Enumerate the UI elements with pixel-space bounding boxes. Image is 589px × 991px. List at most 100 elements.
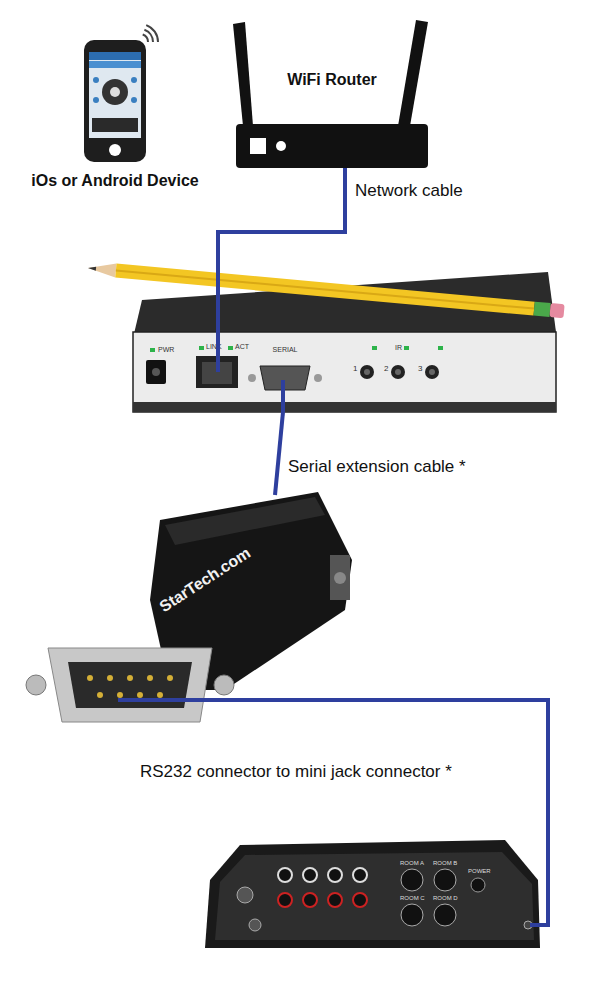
serial-screw bbox=[314, 374, 322, 382]
db9-pin bbox=[167, 675, 173, 681]
status-led bbox=[228, 346, 233, 350]
device-caption: WiFi Router bbox=[236, 71, 428, 89]
cable-connector bbox=[350, 700, 548, 925]
router-illustration bbox=[233, 20, 428, 168]
port-label: LINK bbox=[206, 343, 222, 351]
port-label: ROOM B bbox=[433, 860, 457, 867]
router-antenna bbox=[233, 22, 253, 126]
box-front-panel bbox=[133, 332, 556, 412]
device-caption: iOs or Android Device bbox=[10, 172, 220, 190]
serial-screw bbox=[248, 374, 256, 382]
rca-jack bbox=[303, 868, 317, 882]
phone-button bbox=[93, 77, 99, 83]
phone-illustration bbox=[84, 25, 158, 162]
rca-jack bbox=[353, 893, 367, 907]
ir-jack-hole bbox=[395, 369, 401, 375]
phone-menu-bar bbox=[89, 61, 141, 68]
port-label: ROOM C bbox=[400, 895, 425, 902]
phone-button bbox=[131, 97, 137, 103]
port-number: 1 bbox=[353, 365, 357, 374]
port-label: SERIAL bbox=[265, 346, 305, 354]
adapter-screw bbox=[334, 572, 346, 584]
port-number: 2 bbox=[384, 365, 388, 374]
din-port bbox=[401, 869, 423, 891]
rca-jack bbox=[278, 868, 292, 882]
rca-jack bbox=[353, 868, 367, 882]
port-label: POWER bbox=[468, 868, 491, 875]
cable-stub bbox=[118, 698, 350, 702]
phone-button bbox=[93, 97, 99, 103]
cable-stub bbox=[530, 923, 540, 927]
audio-device-illustration bbox=[205, 840, 540, 948]
power-jack bbox=[146, 360, 166, 384]
pencil bbox=[87, 261, 564, 318]
db9-pin bbox=[127, 675, 133, 681]
thumb-screw bbox=[26, 675, 46, 695]
ir-jack bbox=[360, 365, 374, 379]
phone-button-row bbox=[92, 118, 138, 132]
pencil-ferrule bbox=[534, 302, 551, 317]
cable-stub bbox=[216, 330, 220, 372]
power-jack bbox=[471, 878, 485, 892]
din-port bbox=[434, 869, 456, 891]
rj45-port bbox=[196, 356, 238, 388]
rj45-socket bbox=[202, 362, 232, 384]
pencil-stripe bbox=[116, 271, 534, 309]
db9-pin bbox=[137, 692, 143, 698]
port-number: 3 bbox=[418, 365, 422, 374]
pencil-lead bbox=[88, 266, 96, 271]
router-body bbox=[236, 124, 428, 168]
db9-pin bbox=[107, 675, 113, 681]
status-led bbox=[150, 348, 155, 352]
cable-connector bbox=[275, 412, 283, 495]
status-led bbox=[372, 346, 377, 350]
device-body bbox=[205, 840, 540, 948]
phone-ok-button bbox=[110, 87, 120, 97]
db9-pin bbox=[87, 675, 93, 681]
brand-label: StarTech.com bbox=[142, 534, 269, 625]
router-antenna bbox=[398, 20, 428, 126]
pencil-tip bbox=[87, 261, 116, 277]
controller-port bbox=[249, 919, 261, 931]
thumb-screw bbox=[214, 675, 234, 695]
box-base-stripe bbox=[133, 402, 556, 412]
db9-insert bbox=[68, 662, 192, 708]
cable-stub bbox=[281, 380, 285, 412]
pencil-body bbox=[115, 264, 535, 316]
port-label: ROOM A bbox=[400, 860, 424, 867]
antenna-port bbox=[237, 887, 253, 903]
rca-jack bbox=[328, 893, 342, 907]
wifi-wave bbox=[143, 35, 148, 43]
din-port bbox=[434, 904, 456, 926]
phone-button bbox=[131, 77, 137, 83]
rca-jack bbox=[303, 893, 317, 907]
ir-box-illustration bbox=[87, 261, 564, 412]
rca-jack bbox=[328, 868, 342, 882]
phone-device: iOs or Android Device bbox=[10, 35, 220, 195]
status-led bbox=[199, 346, 204, 350]
wifi-router: WiFi Router bbox=[236, 65, 428, 168]
status-led bbox=[404, 346, 409, 350]
db9-pin bbox=[157, 692, 163, 698]
db9-pin bbox=[97, 692, 103, 698]
audio-device: ROOM AROOM BROOM CROOM DPOWER bbox=[205, 835, 540, 950]
adapter-highlight bbox=[165, 497, 325, 545]
power-jack-hole bbox=[152, 368, 160, 376]
port-label: PWR bbox=[158, 346, 174, 354]
router-light bbox=[250, 138, 266, 154]
mini-jack bbox=[524, 921, 532, 929]
cable-label: Network cable bbox=[355, 181, 463, 201]
port-label: ACT bbox=[235, 343, 249, 351]
adapter-female-end bbox=[330, 555, 350, 600]
adapter-illustration bbox=[26, 492, 352, 722]
cable-connector bbox=[218, 168, 345, 330]
serial-adapter: StarTech.com bbox=[40, 495, 350, 730]
db9-shell bbox=[48, 648, 212, 722]
wifi-wave bbox=[146, 25, 158, 42]
din-port bbox=[401, 904, 423, 926]
phone-screen bbox=[89, 52, 141, 138]
